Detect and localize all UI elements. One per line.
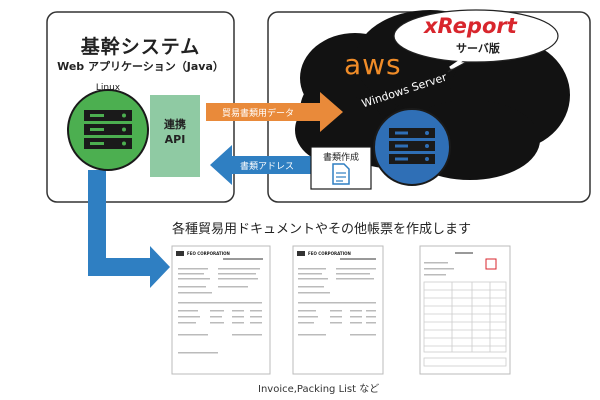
output-arrow bbox=[88, 170, 170, 288]
doc-create-label: 書類作成 bbox=[322, 153, 359, 163]
doc1-company: FEO CORPORATION bbox=[187, 251, 230, 256]
xreport-logo: xReport bbox=[424, 14, 517, 38]
system-title: 基幹システム bbox=[80, 36, 201, 58]
xreport-logo-text: xReport bbox=[424, 14, 517, 38]
doc2-company: FEO CORPORATION bbox=[308, 251, 351, 256]
data-arrow-label: 貿易書類用データ bbox=[222, 109, 295, 119]
linux-server-icon bbox=[84, 110, 132, 149]
linux-label: Linux bbox=[95, 83, 121, 93]
system-subtitle: Web アプリケーション（Java） bbox=[57, 60, 224, 73]
api-box bbox=[150, 95, 200, 177]
document-thumbnail-3 bbox=[419, 245, 511, 375]
xreport-edition: サーバ版 bbox=[456, 42, 500, 55]
windows-server-icon bbox=[389, 128, 435, 164]
aws-logo-text: aws bbox=[344, 48, 402, 81]
document-thumbnail-1 bbox=[171, 245, 271, 375]
output-heading: 各種貿易用ドキュメントやその他帳票を作成します bbox=[172, 222, 472, 237]
output-caption: Invoice,Packing List など bbox=[258, 384, 380, 395]
address-arrow-left bbox=[210, 145, 320, 185]
document-thumbnail-2 bbox=[292, 245, 384, 375]
data-arrow-right bbox=[206, 92, 343, 132]
address-arrow-label: 書類アドレス bbox=[240, 162, 295, 172]
api-label: 連携 API bbox=[164, 118, 186, 146]
document-icon bbox=[332, 163, 350, 185]
xreport-bubble bbox=[393, 9, 559, 73]
